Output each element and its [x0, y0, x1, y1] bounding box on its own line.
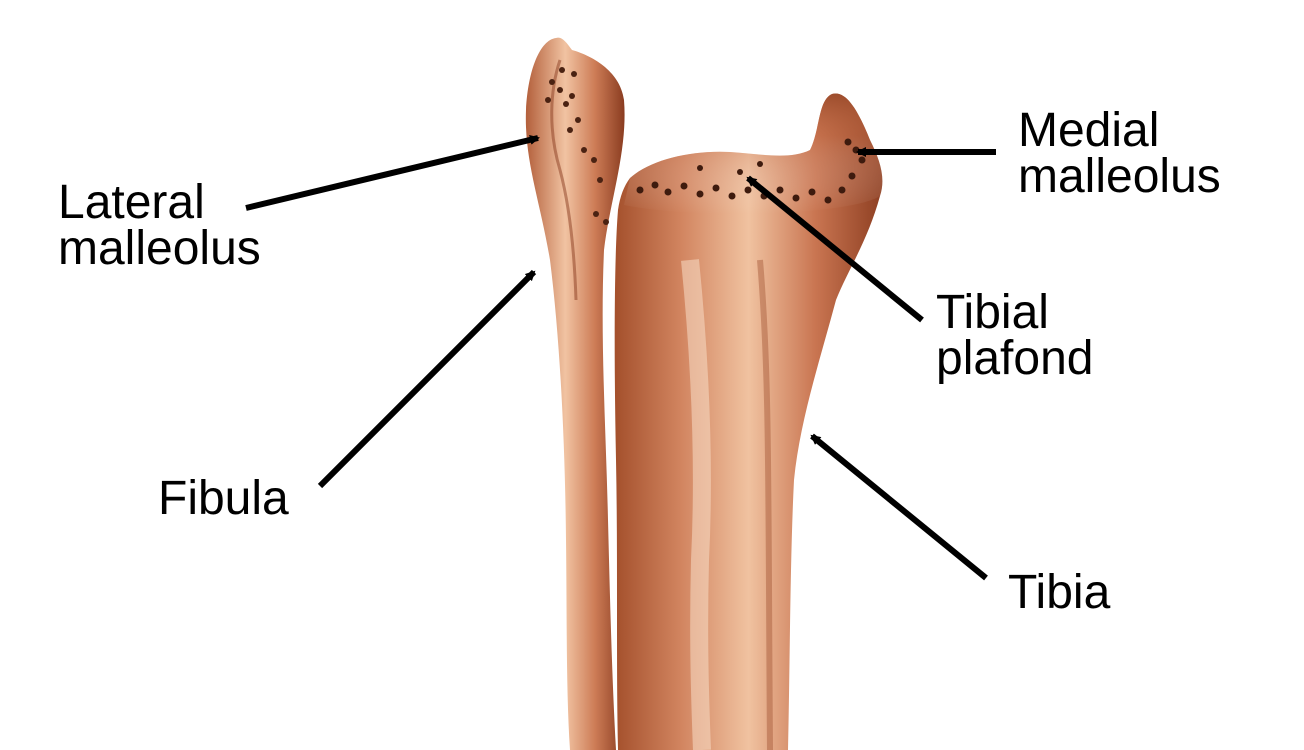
arrow-tibial-plafond: [746, 175, 924, 323]
pointer-arrows: [245, 135, 996, 581]
label-medial-malleolus: Medial malleolus: [1018, 104, 1221, 203]
label-tibial-plafond: Tibial plafond: [936, 286, 1094, 385]
arrow-tibia: [810, 433, 988, 581]
arrow-fibula: [317, 269, 537, 489]
label-lateral-malleolus: Lateral malleolus: [58, 176, 261, 275]
label-fibula: Fibula: [158, 472, 289, 525]
label-tibia: Tibia: [1008, 566, 1111, 619]
tibia-bone: [614, 93, 883, 750]
arrow-lateral-malleolus: [245, 135, 540, 211]
fibula-bone: [525, 37, 625, 750]
